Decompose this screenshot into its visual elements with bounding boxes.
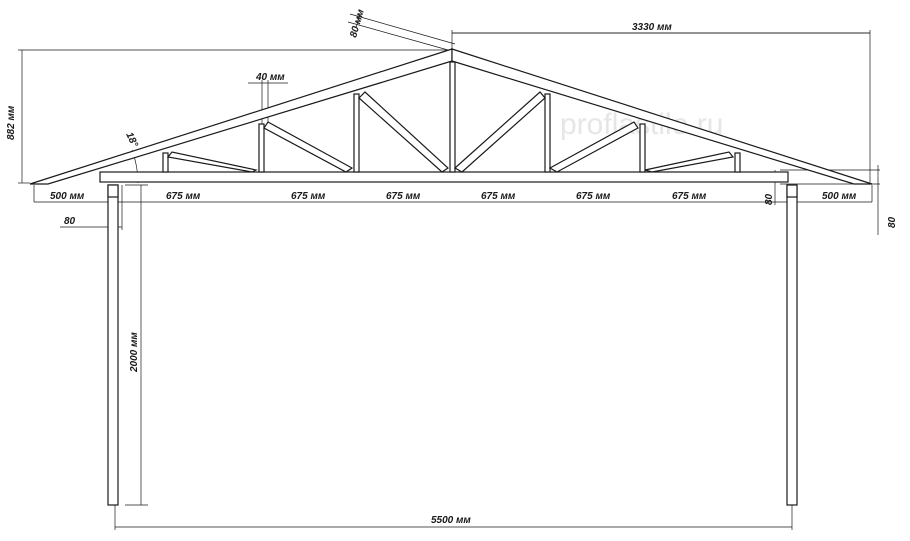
- post-width-label: 80: [64, 216, 76, 227]
- web-vertical: [544, 93, 551, 173]
- diagonal-webs: [166, 91, 735, 173]
- panel-label-3: 675 мм: [386, 191, 421, 202]
- panel-label-1: 675 мм: [166, 191, 201, 202]
- panel-label-5: 675 мм: [576, 191, 611, 202]
- web-vertical: [258, 123, 265, 173]
- vertical-webs: [162, 61, 741, 173]
- span-label: 5500 мм: [431, 515, 471, 526]
- height-label: 882 мм: [6, 105, 17, 140]
- panel-label-6: 675 мм: [672, 191, 707, 202]
- web-vertical: [162, 152, 169, 173]
- panel-label-4: 675 мм: [481, 191, 516, 202]
- extension-lines: [18, 13, 880, 530]
- bottom-chord: [99, 171, 789, 183]
- web-vertical: [449, 61, 456, 173]
- right-small-label: 80: [764, 193, 775, 205]
- web-vertical: [639, 123, 646, 173]
- half-top-label: 3330 мм: [632, 22, 672, 33]
- panel-label-2: 675 мм: [291, 191, 326, 202]
- overhang-right-label: 500 мм: [822, 191, 857, 202]
- web-vertical: [734, 152, 741, 173]
- dimension-lines: [21, 13, 879, 528]
- right-post: [786, 184, 798, 506]
- right-top-chord: [451, 48, 873, 185]
- left-post: [107, 184, 119, 506]
- posts: [107, 184, 798, 506]
- chord-depth-label: 80 мм: [348, 8, 367, 39]
- web-width-label: 40 мм: [255, 72, 285, 83]
- web-vertical: [353, 93, 360, 173]
- overhang-left-label: 500 мм: [50, 191, 85, 202]
- angle-label: 18°: [123, 131, 140, 150]
- right-edge-label: 80: [887, 216, 898, 228]
- post-height-label: 2000 мм: [129, 332, 140, 373]
